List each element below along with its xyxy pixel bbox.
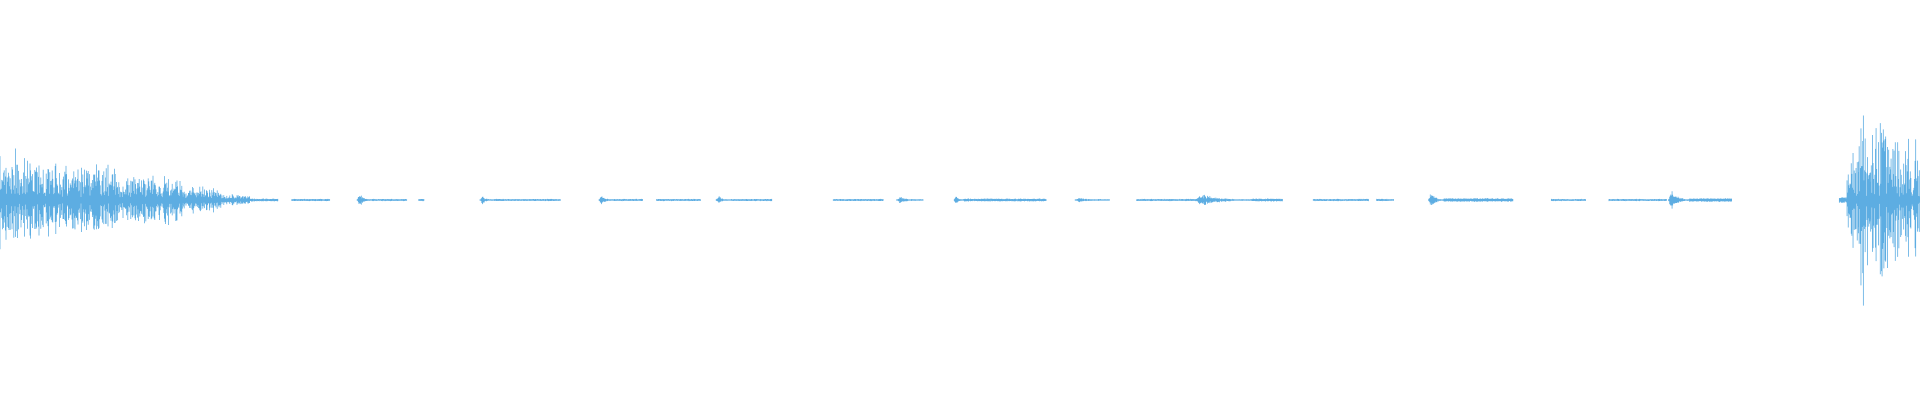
waveform-segment-13 <box>614 198 643 202</box>
waveform-segment-27 <box>1428 194 1444 206</box>
waveform-segment-5 <box>249 198 279 202</box>
waveform-segment-3 <box>182 186 222 214</box>
waveform-segment-31 <box>1668 191 1690 209</box>
waveform-segment-8 <box>372 198 408 202</box>
waveform-segment-33 <box>1838 197 1847 203</box>
waveform-segment-12 <box>598 196 615 205</box>
waveform-segment-7 <box>356 195 373 205</box>
waveform-segment-16 <box>731 198 773 202</box>
waveform-segment-11 <box>494 198 561 202</box>
waveform-segment-30 <box>1608 198 1667 202</box>
waveform-segment-24 <box>1251 198 1283 202</box>
waveform-segment-9 <box>418 198 425 202</box>
waveform-segment-34 <box>1846 153 1859 248</box>
waveform-segment-1 <box>38 163 116 237</box>
waveform-segment-29 <box>1550 198 1586 202</box>
waveform-segment-20 <box>963 198 1047 202</box>
waveform-trace <box>0 115 1920 306</box>
waveform-segment-6 <box>291 198 331 202</box>
waveform-segment-21 <box>1074 198 1110 203</box>
waveform-segment-2 <box>114 175 183 226</box>
waveform-segment-14 <box>656 198 701 202</box>
waveform-segment-15 <box>715 196 732 203</box>
waveform-segment-32 <box>1689 198 1732 202</box>
waveform-segment-4 <box>220 194 250 206</box>
waveform-segment-10 <box>479 196 496 205</box>
waveform-segment-23 <box>1193 194 1253 205</box>
waveform-segment-19 <box>953 196 964 203</box>
waveform-segment-25 <box>1312 198 1369 202</box>
waveform-segment-36 <box>1869 123 1890 277</box>
waveform-segment-22 <box>1136 198 1195 202</box>
waveform-segment-28 <box>1443 198 1514 202</box>
waveform-segment-26 <box>1376 198 1394 202</box>
waveform-segment-0 <box>0 148 39 250</box>
waveform-segment-35 <box>1858 115 1871 306</box>
waveform-segment-37 <box>1888 138 1920 261</box>
waveform-segment-18 <box>896 197 924 203</box>
waveform-segment-17 <box>832 198 884 202</box>
